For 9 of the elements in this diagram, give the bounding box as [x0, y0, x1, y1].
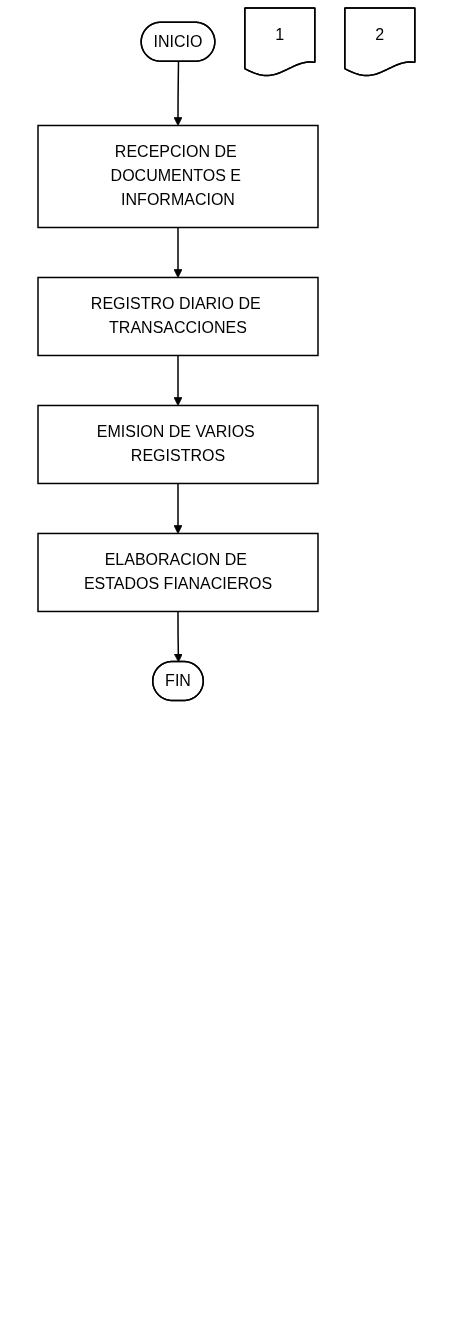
arrow — [173, 354, 182, 406]
node-box: RECEPCION DE DOCUMENTOS E INFORMACION — [36, 124, 319, 229]
node-box: ELABORACION DE ESTADOS FIANACIEROS — [36, 532, 319, 613]
arrow — [173, 610, 183, 663]
node-box: REGISTRO DIARIO DE TRANSACCIONES — [36, 276, 319, 357]
arrow — [173, 482, 182, 534]
arrow — [173, 226, 182, 278]
node-box: EMISION DE VARIOS REGISTROS — [36, 404, 319, 485]
arrow — [173, 61, 182, 126]
